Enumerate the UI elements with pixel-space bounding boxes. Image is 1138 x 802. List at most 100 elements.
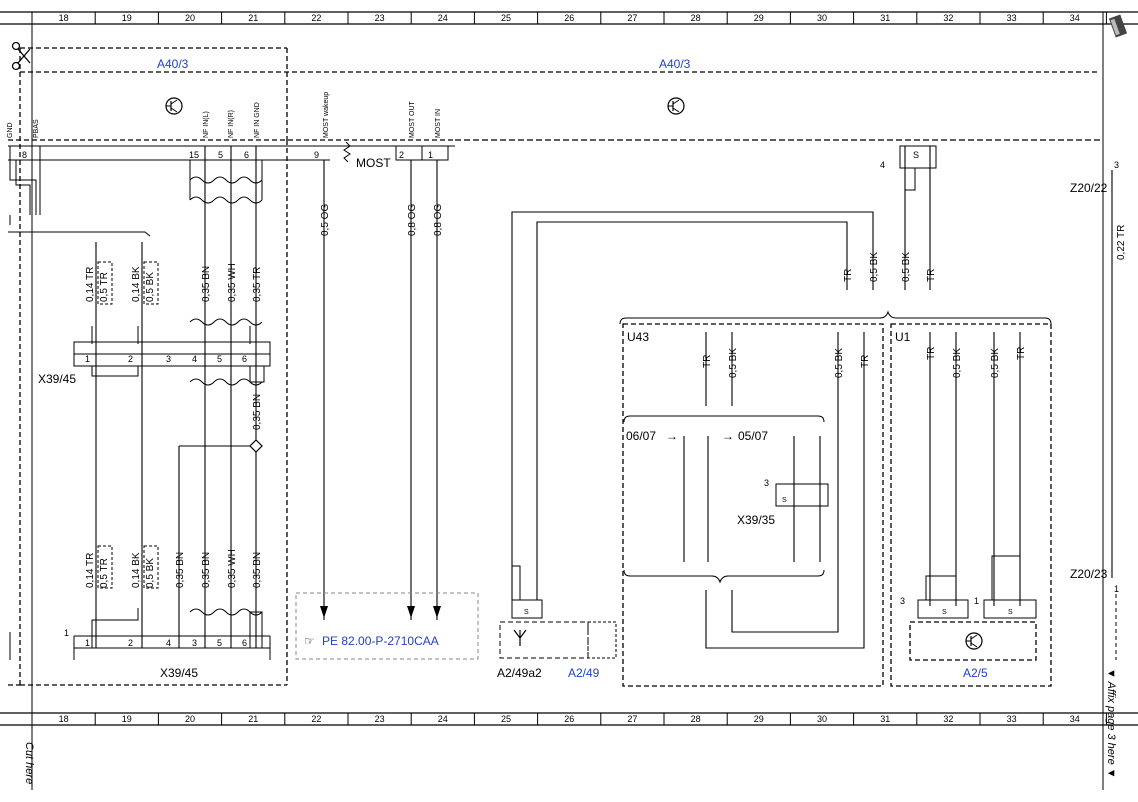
label-a2-49a2: A2/49a2 xyxy=(497,666,542,680)
pin-number: 4 xyxy=(880,160,885,170)
harness-breaks xyxy=(189,160,263,616)
affix-page-label: ▼ Affix page 3 here ▼ xyxy=(1105,668,1117,779)
transistor-icon xyxy=(667,97,685,115)
label-a40-3-left: A40/3 xyxy=(157,57,189,71)
antenna-icon xyxy=(513,629,527,646)
ruler-number: 28 xyxy=(691,714,701,724)
wire-label: 0,5 OG xyxy=(320,204,331,236)
pin-number: 2 xyxy=(128,638,133,648)
arrow-icon: → xyxy=(722,429,734,443)
pin-number: 1 xyxy=(428,150,433,160)
pin-number: 1 xyxy=(974,596,979,606)
wire-label: 0,35 BN xyxy=(252,394,263,430)
ruler-number: 23 xyxy=(375,714,385,724)
ruler-number: 20 xyxy=(185,714,195,724)
a2-5-connectors xyxy=(917,555,1037,619)
label-z20-23: Z20/23 xyxy=(1070,567,1108,581)
label-a2-5[interactable]: A2/5 xyxy=(963,666,988,680)
left-edge-stubs xyxy=(9,594,1117,660)
transistor-icon xyxy=(965,632,983,650)
pin-number: 6 xyxy=(244,150,249,160)
wire-label: TR xyxy=(926,269,937,282)
wire-label: 0,14 TR xyxy=(85,553,96,588)
reference-link[interactable]: ☞ PE 82.00-P-2710CAA xyxy=(304,634,439,648)
pin-number: 5 xyxy=(217,638,222,648)
wire-label: 0,5 BK xyxy=(145,558,156,588)
ruler-number: 29 xyxy=(754,13,764,23)
ruler-number: 26 xyxy=(564,13,574,23)
ruler-number: 27 xyxy=(627,13,637,23)
connector-x39-35 xyxy=(775,483,829,507)
pointing-hand-icon: ☞ xyxy=(304,634,315,648)
ruler-number: 34 xyxy=(1070,714,1080,724)
reference-text[interactable]: PE 82.00-P-2710CAA xyxy=(322,634,439,648)
ruler-number: 24 xyxy=(438,714,448,724)
wire-label: 0,5 BK xyxy=(728,348,739,378)
wire-label: 0,35 BN xyxy=(175,552,186,588)
ruler-number: 31 xyxy=(880,13,890,23)
label-most: MOST xyxy=(356,156,391,170)
wire-label: 0,5 BK xyxy=(990,348,1001,378)
wire-label: TR xyxy=(1016,347,1027,360)
pin-number: 9 xyxy=(314,150,319,160)
pin-number: 6 xyxy=(242,638,247,648)
junction-node xyxy=(249,439,263,453)
shield-label: S xyxy=(782,497,787,504)
wire-label: 0,35 WH xyxy=(227,263,238,302)
ruler-number: 33 xyxy=(1007,714,1017,724)
label-a2-49[interactable]: A2/49 xyxy=(568,666,600,680)
wire-label: 0,5 BK xyxy=(869,252,880,282)
pin-number: 1 xyxy=(1114,584,1119,594)
wire-label: 0,8 OG xyxy=(407,204,418,236)
label-x39-35: X39/35 xyxy=(737,513,775,527)
ruler-number: 25 xyxy=(501,714,511,724)
pin-number: 15 xyxy=(189,150,199,160)
pin-number: 3 xyxy=(166,354,171,364)
arrow-icon: → xyxy=(666,429,678,443)
ruler-number: 30 xyxy=(817,714,827,724)
wire-label: 0,5 BK xyxy=(145,272,156,302)
pin-number: 8 xyxy=(22,150,27,160)
shield-label: S xyxy=(942,609,947,616)
ruler-number: 23 xyxy=(375,13,385,23)
wire-label: TR xyxy=(843,269,854,282)
ruler-number: 26 xyxy=(564,714,574,724)
ruler-number: 22 xyxy=(311,13,321,23)
pin-number: 5 xyxy=(218,150,223,160)
ruler-number: 21 xyxy=(248,13,258,23)
wire-label: TR xyxy=(860,355,871,368)
wire-label: 0,5 BK xyxy=(901,252,912,282)
ruler-number: 34 xyxy=(1070,13,1080,23)
wire-label: TR xyxy=(926,347,937,360)
wire-label: 0,35 WH xyxy=(227,549,238,588)
label-a40-3-right: A40/3 xyxy=(659,57,691,71)
a2-5-box xyxy=(909,621,1037,661)
pin-number: 3 xyxy=(192,638,197,648)
ruler-number: 25 xyxy=(501,13,511,23)
label-u1: U1 xyxy=(895,330,911,344)
wire-label: 0,14 BK xyxy=(131,552,142,588)
ruler-number: 31 xyxy=(880,714,890,724)
connector-top-right xyxy=(899,145,937,191)
wire-label: 0,5 TR xyxy=(99,558,110,588)
ruler-number: 22 xyxy=(311,714,321,724)
pin-label-most-out: MOST OUT xyxy=(409,100,416,138)
shield-label: S xyxy=(524,609,529,616)
pin-number: 1 xyxy=(64,628,69,638)
label-x39-45-bottom: X39/45 xyxy=(160,666,198,680)
corner-marker-icon xyxy=(1108,14,1128,38)
pin-number: 5 xyxy=(217,354,222,364)
pin-number: 4 xyxy=(166,638,171,648)
pin-label-nf-in-r: NF IN(R) xyxy=(228,110,235,138)
ruler-number: 18 xyxy=(59,13,69,23)
pin-label-pbas: PBAS xyxy=(33,119,40,138)
ruler-number: 19 xyxy=(122,13,132,23)
ruler-number: 27 xyxy=(627,714,637,724)
label-z20-22: Z20/22 xyxy=(1070,181,1108,195)
ruler-number: 24 xyxy=(438,13,448,23)
vertical-wires xyxy=(95,146,438,648)
ruler-number: 21 xyxy=(248,714,258,724)
u43-bracket-top xyxy=(623,415,825,423)
date-label-0507: 05/07 xyxy=(738,429,768,443)
